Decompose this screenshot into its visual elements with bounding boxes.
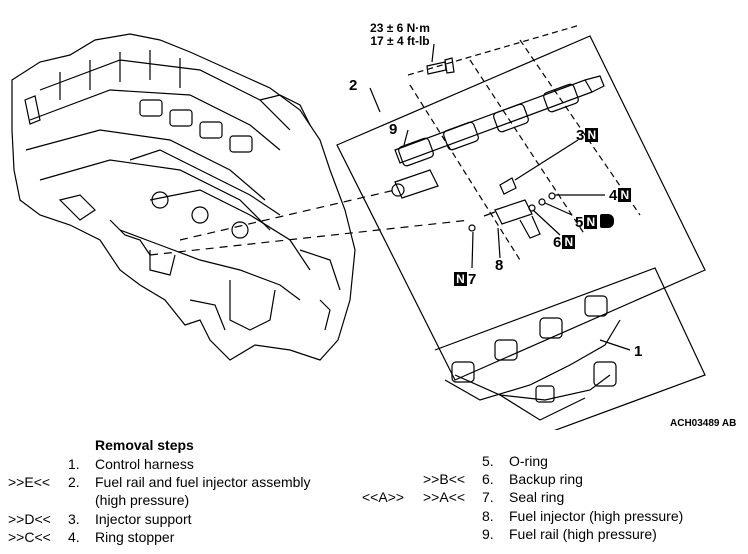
- removal-steps-heading: Removal steps: [95, 437, 194, 453]
- figure-reference-code: ACH03489 AB: [670, 418, 737, 429]
- callout-8: 8: [495, 257, 504, 274]
- n-mark-icon: N: [618, 188, 632, 202]
- torque-spec: 23 ± 6 N·m 17 ± 4 ft-lb: [340, 22, 460, 48]
- callout-9: 9: [389, 121, 398, 138]
- engine-block-illustration: [11, 33, 356, 361]
- exploded-view-diagram: [11, 24, 706, 430]
- n-mark-icon: N: [585, 128, 599, 142]
- n-mark-icon: N: [584, 215, 598, 229]
- callout-2: 2: [349, 77, 358, 94]
- torque-imperial: 17 ± 4 ft-lb: [370, 34, 430, 48]
- n-mark-icon: N: [562, 235, 576, 249]
- n-mark-icon: N: [454, 272, 467, 286]
- control-harness-illustration: [434, 267, 706, 430]
- callout-1: 1: [634, 343, 643, 360]
- fuel-rail-assembly-box: [149, 24, 706, 381]
- oil-can-icon: [600, 214, 615, 228]
- torque-metric: 23 ± 6 N·m: [370, 21, 430, 35]
